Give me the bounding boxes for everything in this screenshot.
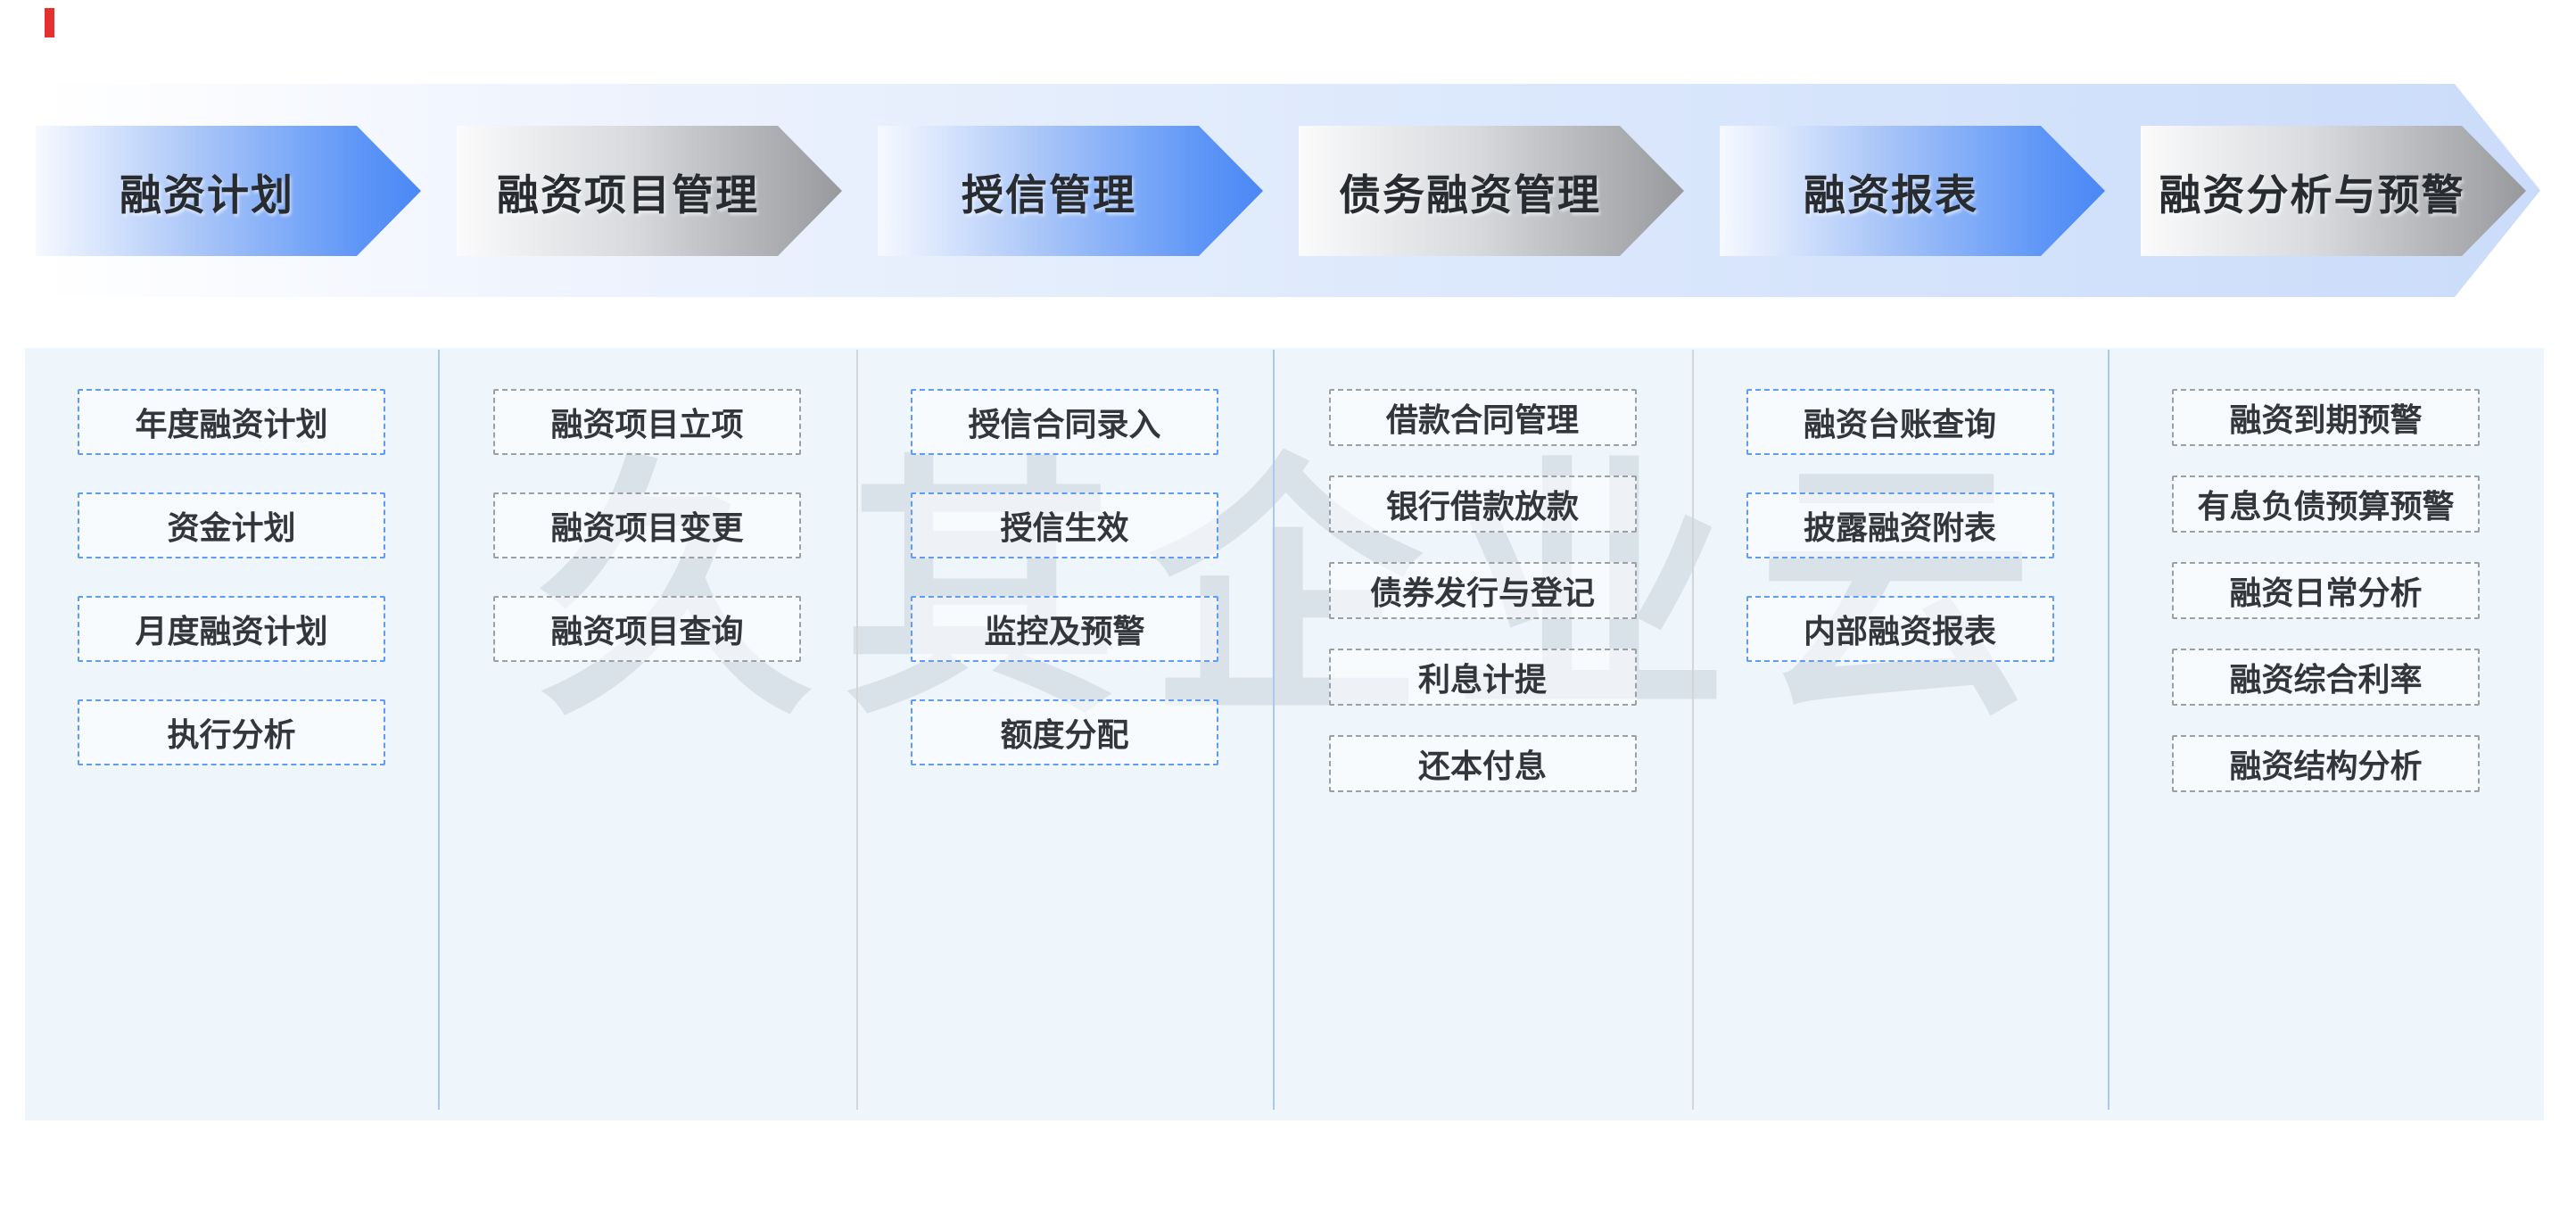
module-box: 融资到期预警 (2172, 389, 2480, 446)
module-box: 授信生效 (911, 492, 1218, 558)
module-box: 融资台账查询 (1746, 389, 2054, 455)
module-box-label: 融资项目立项 (550, 406, 744, 442)
module-box-label: 融资结构分析 (2229, 748, 2423, 784)
module-box: 融资项目查询 (493, 596, 801, 662)
module-box-label: 执行分析 (167, 716, 296, 753)
module-box: 融资项目立项 (493, 389, 801, 455)
module-box: 执行分析 (78, 699, 385, 765)
module-box-label: 额度分配 (1000, 716, 1129, 753)
module-box: 有息负债预算预警 (2172, 475, 2480, 533)
module-box-label: 融资日常分析 (2229, 575, 2423, 611)
module-box: 额度分配 (911, 699, 1218, 765)
column-divider (2108, 350, 2110, 1110)
module-box: 借款合同管理 (1328, 389, 1637, 446)
module-box-label: 借款合同管理 (1385, 401, 1579, 438)
module-box-label: 披露融资附表 (1803, 509, 1996, 546)
module-box: 监控及预警 (911, 596, 1218, 662)
module-box-label: 融资项目变更 (550, 509, 744, 546)
module-box: 利息计提 (1328, 649, 1637, 706)
step-arrow-4: 债务融资管理 (1299, 126, 1684, 256)
module-box: 月度融资计划 (78, 596, 385, 662)
module-column-1: 年度融资计划资金计划月度融资计划执行分析 (78, 389, 385, 803)
module-column-2: 融资项目立项融资项目变更融资项目查询 (493, 389, 801, 699)
module-box: 银行借款放款 (1328, 475, 1637, 533)
module-box: 资金计划 (78, 492, 385, 558)
modules-panel: 久其企业云 (25, 348, 2544, 1120)
module-box-label: 资金计划 (167, 509, 296, 546)
module-box-label: 内部融资报表 (1803, 613, 1996, 649)
module-box: 债券发行与登记 (1328, 562, 1637, 619)
module-box: 融资综合利率 (2172, 649, 2480, 706)
module-box-label: 银行借款放款 (1385, 488, 1579, 525)
column-divider (1692, 350, 1694, 1110)
module-box-label: 授信合同录入 (968, 406, 1161, 442)
step-arrow-label: 融资报表 (1804, 170, 1978, 219)
step-arrow-5: 融资报表 (1720, 126, 2105, 256)
red-accent-mark (45, 8, 54, 37)
module-box: 披露融资附表 (1746, 492, 2054, 558)
module-box-label: 有息负债预算预警 (2197, 488, 2455, 525)
module-box: 融资项目变更 (493, 492, 801, 558)
module-box: 内部融资报表 (1746, 596, 2054, 662)
module-box-label: 年度融资计划 (135, 406, 328, 442)
step-arrow-3: 授信管理 (878, 126, 1263, 256)
column-divider (1273, 350, 1275, 1110)
module-column-3: 授信合同录入授信生效监控及预警额度分配 (911, 389, 1218, 803)
step-arrow-6: 融资分析与预警 (2141, 126, 2526, 256)
step-arrow-label: 融资计划 (120, 170, 294, 219)
module-column-6: 融资到期预警有息负债预算预警融资日常分析融资综合利率融资结构分析 (2172, 389, 2480, 822)
module-box-label: 融资到期预警 (2229, 401, 2423, 438)
module-box-label: 授信生效 (1000, 509, 1129, 546)
module-box-label: 债券发行与登记 (1369, 575, 1595, 611)
module-column-4: 借款合同管理银行借款放款债券发行与登记利息计提还本付息 (1328, 389, 1637, 822)
column-divider (438, 350, 440, 1110)
module-box-label: 融资项目查询 (550, 613, 744, 649)
module-box-label: 融资综合利率 (2229, 661, 2423, 698)
module-box-label: 融资台账查询 (1803, 406, 1996, 442)
step-arrow-2: 融资项目管理 (457, 126, 842, 256)
step-arrow-label: 融资项目管理 (497, 170, 759, 219)
step-arrow-1: 融资计划 (36, 126, 421, 256)
step-arrow-label: 融资分析与预警 (2159, 170, 2465, 219)
module-box: 融资结构分析 (2172, 735, 2480, 792)
module-box: 还本付息 (1328, 735, 1637, 792)
module-box-label: 监控及预警 (984, 613, 1145, 649)
module-box-label: 月度融资计划 (135, 613, 328, 649)
module-column-5: 融资台账查询披露融资附表内部融资报表 (1746, 389, 2054, 699)
flow-band-arrow (36, 84, 2540, 297)
module-box: 融资日常分析 (2172, 562, 2480, 619)
column-divider (856, 350, 858, 1110)
module-box-label: 还本付息 (1417, 748, 1547, 784)
module-box-label: 利息计提 (1417, 661, 1547, 698)
step-arrow-label: 债务融资管理 (1339, 170, 1601, 219)
module-box: 授信合同录入 (911, 389, 1218, 455)
step-arrow-label: 授信管理 (962, 170, 1136, 219)
module-box: 年度融资计划 (78, 389, 385, 455)
